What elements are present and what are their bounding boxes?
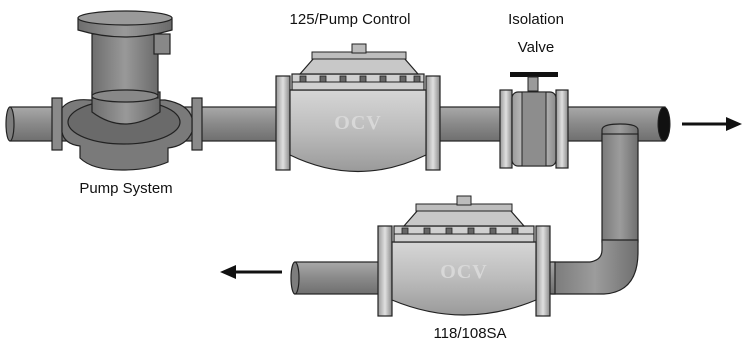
riser-pipe — [551, 123, 639, 295]
isolation-valve — [499, 72, 569, 169]
arrow-right-icon — [682, 117, 742, 131]
arrow-left-icon — [220, 265, 282, 279]
valve-logo-bottom: OCV — [440, 261, 487, 283]
label-isolation-line1: Isolation — [508, 11, 564, 28]
label-isolation-line2: Valve — [518, 39, 554, 56]
label-bottom-valve: 118/108SA — [433, 325, 506, 342]
isolation-handle — [510, 72, 558, 77]
pipe-outlet — [657, 106, 671, 142]
label-pump-system: Pump System — [79, 180, 172, 197]
valve-logo-top: OCV — [334, 112, 381, 134]
pump — [51, 10, 203, 171]
bottom-valve: OCV — [377, 195, 551, 317]
pump-control-valve: OCV — [275, 43, 441, 173]
label-pump-control: 125/Pump Control — [290, 11, 411, 28]
